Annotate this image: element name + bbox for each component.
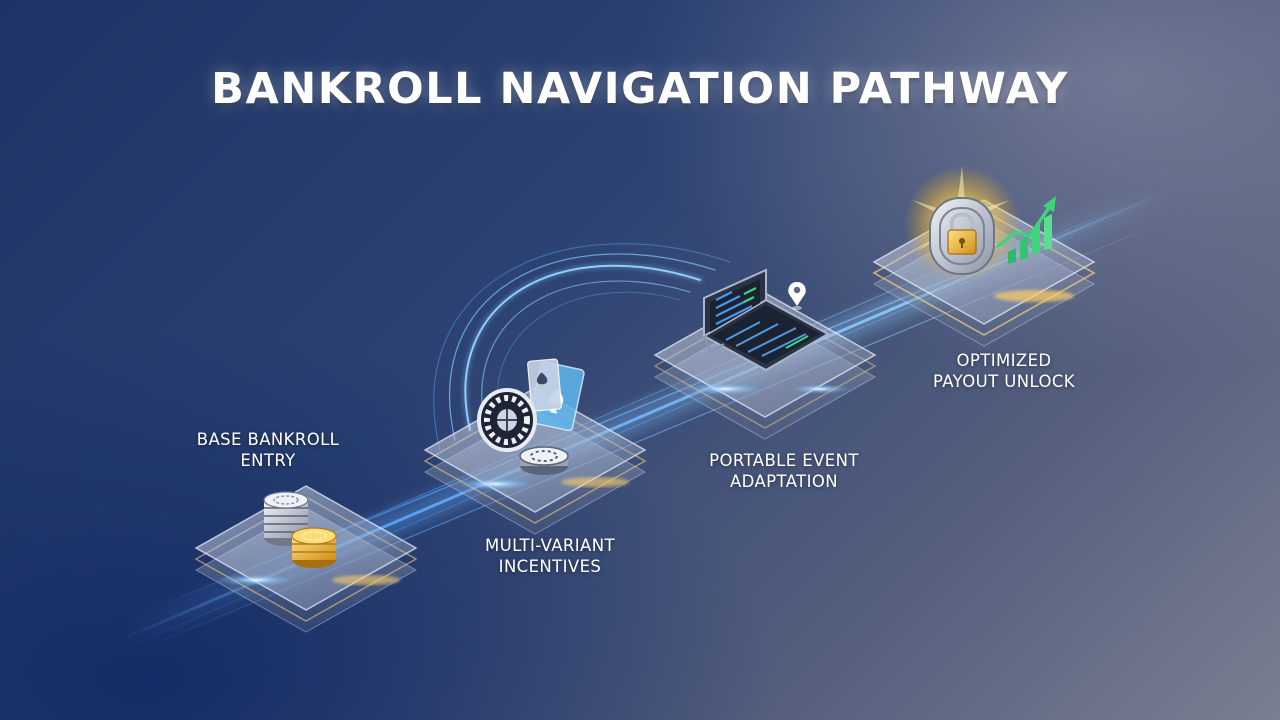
step-4-line-2: PAYOUT UNLOCK <box>932 372 1076 391</box>
step-label-multi-variant-incentives: MULTI-VARIANT INCENTIVES <box>436 535 664 577</box>
foldable-tablet-icon <box>701 268 831 372</box>
vault-growth-icon <box>904 166 1056 282</box>
step-label-portable-event-adaptation: PORTABLE EVENT ADAPTATION <box>670 450 898 492</box>
step-3-line-2: ADAPTATION <box>729 472 839 491</box>
location-pin-icon <box>788 282 806 310</box>
step-2-line-2: INCENTIVES <box>498 557 602 576</box>
step-2-line-1: MULTI-VARIANT <box>485 536 615 555</box>
step-3-line-1: PORTABLE EVENT <box>709 451 859 470</box>
step-4-line-1: OPTIMIZED <box>956 351 1052 370</box>
step-label-base-bankroll-entry: BASE BANKROLL ENTRY <box>168 429 368 471</box>
roulette-cards-icon <box>477 358 585 475</box>
casino-chips-icon <box>263 491 337 568</box>
step-1-line-1: BASE BANKROLL <box>196 430 340 449</box>
step-label-optimized-payout-unlock: OPTIMIZED PAYOUT UNLOCK <box>890 350 1118 392</box>
page-title: BANKROLL NAVIGATION PATHWAY <box>211 64 1069 114</box>
step-1-line-2: ENTRY <box>240 451 296 470</box>
arc-streaks <box>433 243 731 451</box>
